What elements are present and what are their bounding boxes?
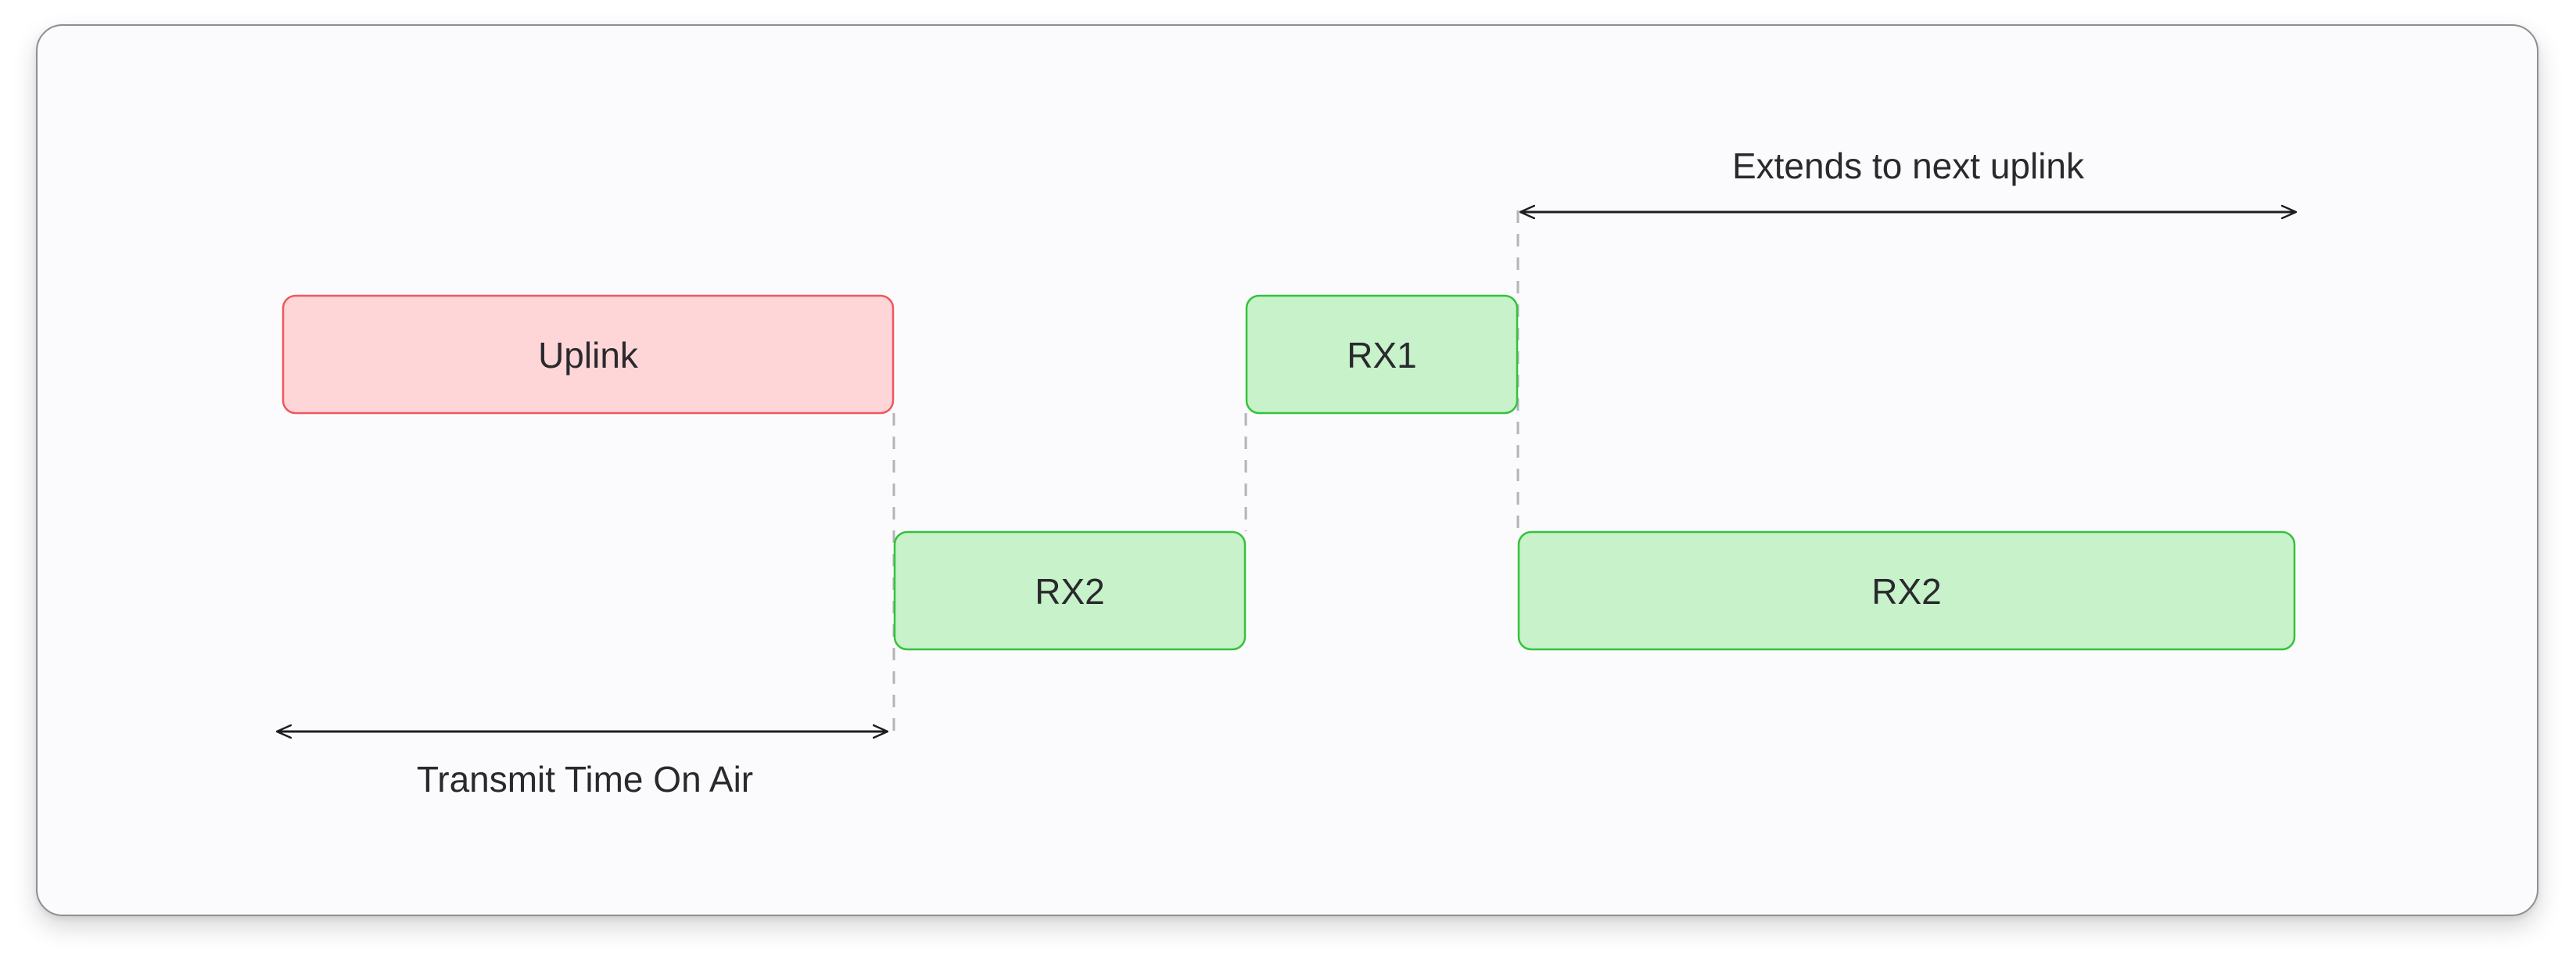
uplink-block: Uplink (282, 294, 895, 415)
rx2-block-second: RX2 (1517, 530, 2296, 651)
rx2-first-label: RX2 (1035, 571, 1104, 612)
rx2-block-first: RX2 (893, 530, 1247, 651)
guide-lines (892, 210, 1519, 735)
uplink-label: Uplink (538, 335, 639, 376)
rx1-block: RX1 (1245, 294, 1519, 415)
lorawan-receive-window-diagram: Extends to next uplink Transmit Time On … (38, 146, 2540, 800)
rx1-label: RX1 (1347, 335, 1416, 376)
transmit-label: Transmit Time On Air (417, 759, 753, 800)
transmit-annotation: Transmit Time On Air (277, 732, 888, 800)
diagram-card: Extends to next uplink Transmit Time On … (36, 24, 2538, 916)
extends-annotation: Extends to next uplink (1520, 146, 2296, 212)
extends-label: Extends to next uplink (1732, 146, 2085, 186)
rx2-second-label: RX2 (1871, 571, 1941, 612)
